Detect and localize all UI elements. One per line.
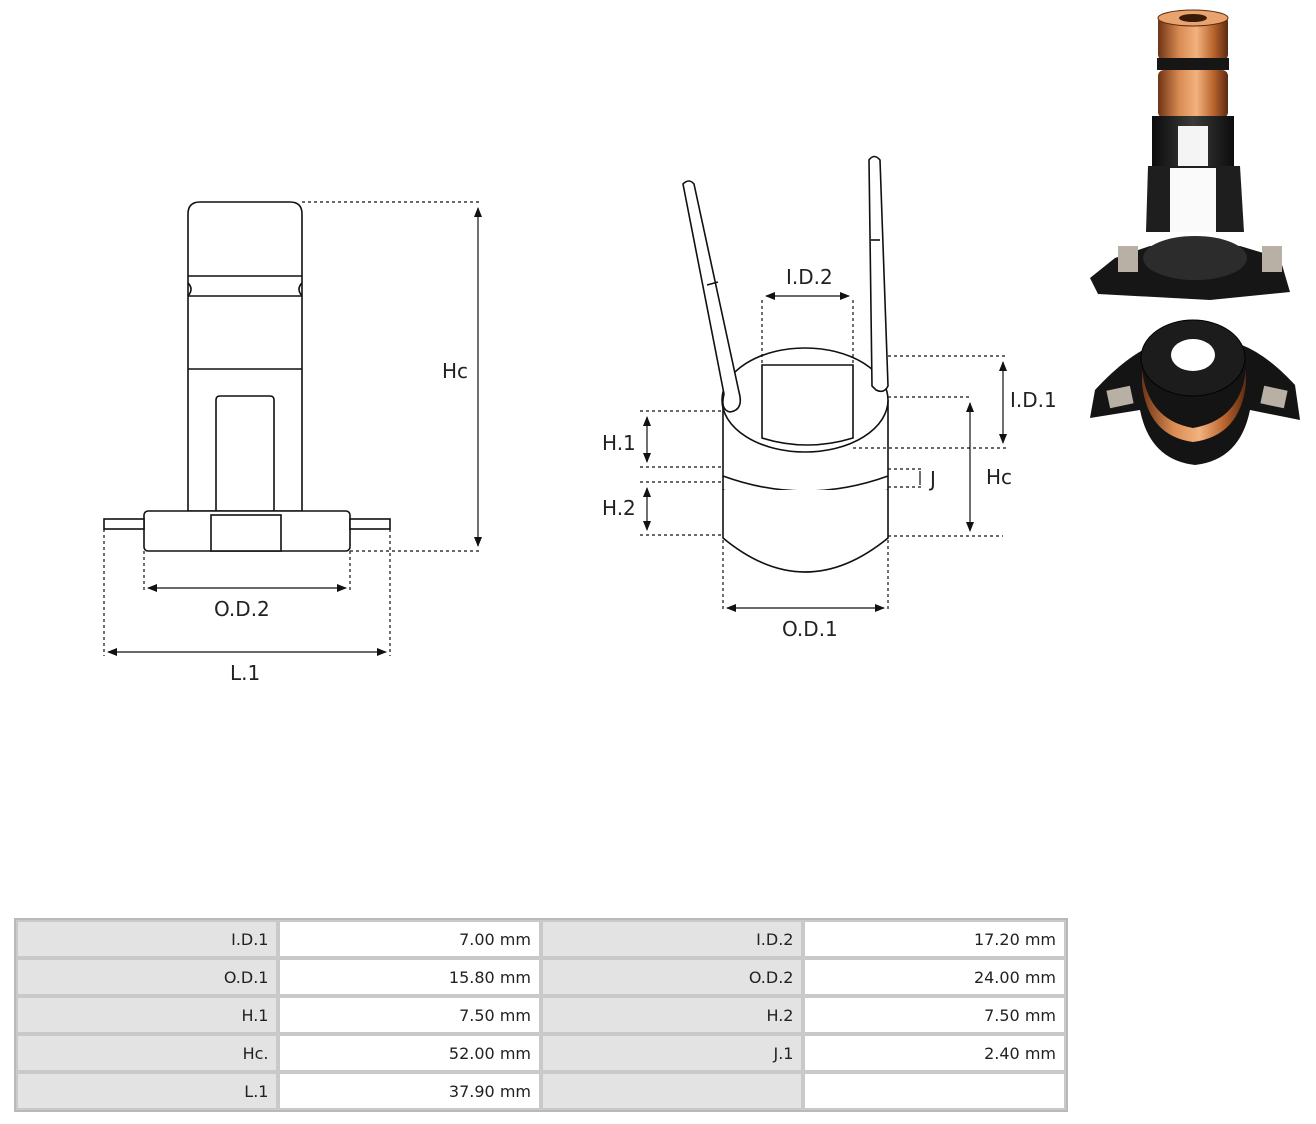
perspective-view-drawing [682,155,889,573]
spec-label: H.2 [540,996,804,1034]
spec-value-empty [803,1072,1066,1110]
id1-label: I.D.1 [1010,388,1057,412]
spec-value: 7.00 mm [278,920,541,958]
side-view-drawing [103,201,391,552]
table-row: O.D.1 15.80 mm O.D.2 24.00 mm [16,958,1066,996]
spec-value: 52.00 mm [278,1034,541,1072]
slip-ring-upper-view [1090,9,1290,300]
side-view-dimensions [103,201,482,656]
spec-label: L.1 [16,1072,279,1110]
spec-label: Hc. [16,1034,279,1072]
od2-label: O.D.2 [214,597,270,621]
spec-label: I.D.1 [16,920,279,958]
spec-value: 24.00 mm [803,958,1066,996]
hc-left-label: Hc [442,359,468,383]
spec-value: 15.80 mm [278,958,541,996]
id2-label: I.D.2 [786,265,833,289]
table-row: H.1 7.50 mm H.2 7.50 mm [16,996,1066,1034]
l1-label: L.1 [230,661,260,685]
h2-label: H.2 [602,496,636,520]
specifications-table: I.D.1 7.00 mm I.D.2 17.20 mm O.D.1 15.80… [14,918,1068,1112]
spec-value: 7.50 mm [803,996,1066,1034]
spec-value: 7.50 mm [278,996,541,1034]
slip-ring-lower-view [1090,319,1300,465]
table-row: I.D.1 7.00 mm I.D.2 17.20 mm [16,920,1066,958]
technical-drawing: Hc O.D.2 L.1 I.D.2 I.D.1 [103,9,1300,685]
spec-label: O.D.2 [540,958,804,996]
hc-right-label: Hc [986,465,1012,489]
perspective-view-dimensions [640,292,1007,612]
spec-label: I.D.2 [540,920,804,958]
spec-label-empty [540,1072,804,1110]
spec-value: 37.90 mm [278,1072,541,1110]
product-photo [1090,9,1300,465]
spec-value: 17.20 mm [803,920,1066,958]
h1-label: H.1 [602,431,636,455]
od1-label: O.D.1 [782,617,838,641]
table-row: Hc. 52.00 mm J.1 2.40 mm [16,1034,1066,1072]
spec-value: 2.40 mm [803,1034,1066,1072]
table-row: L.1 37.90 mm [16,1072,1066,1110]
j-label: J [928,467,936,491]
spec-label: H.1 [16,996,279,1034]
spec-label: O.D.1 [16,958,279,996]
spec-label: J.1 [540,1034,804,1072]
